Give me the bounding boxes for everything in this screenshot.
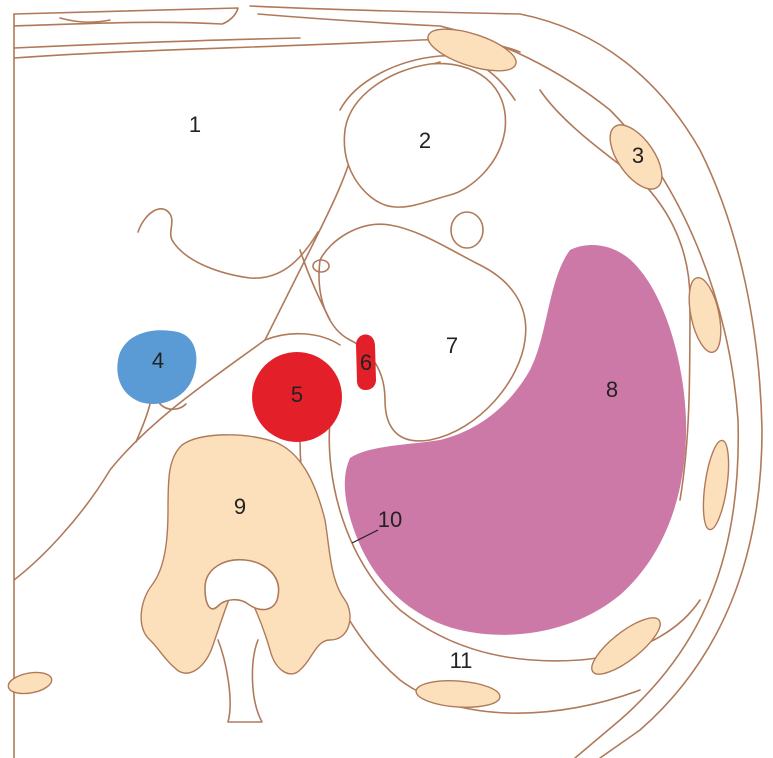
rib-lower-right (584, 609, 667, 683)
label-1: 1 (189, 112, 201, 137)
hepatic-vessel-outline (138, 209, 318, 278)
vena-cava-tail (136, 404, 186, 442)
spleen-shape (345, 245, 686, 635)
label-6: 6 (360, 350, 372, 375)
spinous-process-outline (218, 640, 262, 722)
stomach-outline (319, 224, 526, 441)
label-3: 3 (632, 143, 644, 168)
label-10: 10 (378, 507, 402, 532)
rib-right-mid (699, 439, 733, 531)
rib-lower (415, 678, 501, 710)
label-7: 7 (446, 333, 458, 358)
label-2: 2 (419, 128, 431, 153)
vertebra-shape (141, 435, 350, 674)
label-8: 8 (606, 377, 618, 402)
label-9: 9 (234, 494, 246, 519)
tiny-vessel-ring (313, 260, 329, 272)
label-5: 5 (291, 382, 303, 407)
label-4: 4 (152, 348, 164, 373)
small-vessel-ring (451, 212, 483, 248)
label-11: 11 (450, 648, 473, 673)
